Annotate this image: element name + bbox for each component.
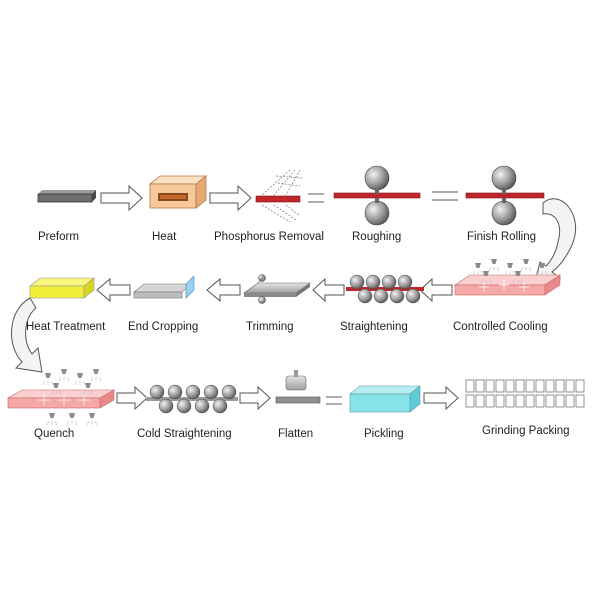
packed-bar	[495, 379, 505, 393]
packed-bar	[535, 394, 545, 408]
packed-bar	[555, 379, 565, 393]
grinding-packing-stack	[465, 379, 585, 408]
flow-arrow	[419, 277, 453, 303]
heat-furnace	[148, 175, 208, 209]
packed-bar	[545, 394, 555, 408]
packed-bar	[525, 394, 535, 408]
pickling-block	[349, 385, 421, 413]
roughing-mill	[333, 165, 421, 226]
packed-bar	[495, 394, 505, 408]
label-flatten: Flatten	[278, 428, 313, 440]
quench-station	[6, 368, 116, 426]
packed-bar	[565, 394, 575, 408]
curved-flow-arrow-left	[11, 297, 43, 373]
connector-equals	[326, 396, 342, 405]
heat-treatment-block	[29, 277, 95, 299]
label-phosphorus-removal: Phosphorus Removal	[214, 231, 324, 243]
label-roughing: Roughing	[352, 231, 401, 243]
flow-arrow	[206, 277, 241, 303]
phosphorus-removal-plate	[255, 195, 301, 203]
packed-bar	[545, 379, 555, 393]
packed-bar	[515, 379, 525, 393]
end-cropping-station	[133, 275, 195, 299]
packed-bar	[575, 394, 585, 408]
flow-arrow	[116, 385, 148, 411]
connector-equals	[432, 191, 458, 201]
connector-equals	[308, 193, 324, 203]
label-pickling: Pickling	[364, 428, 404, 440]
phosphorus-removal-sprayers	[261, 169, 303, 223]
flow-arrow	[209, 184, 252, 212]
finish-rolling-mill	[465, 165, 545, 226]
label-finish-rolling: Finish Rolling	[467, 231, 536, 243]
preform-bar	[37, 190, 96, 203]
trimming-station	[243, 274, 311, 304]
packed-bar	[515, 394, 525, 408]
flatten-press	[275, 370, 321, 404]
label-straightening: Straightening	[340, 321, 408, 333]
straightening-rollers	[346, 274, 424, 304]
packed-bar	[485, 379, 495, 393]
flow-arrow	[96, 277, 131, 303]
packed-bar	[475, 379, 485, 393]
controlled-cooling-station	[454, 258, 561, 296]
packed-bar	[525, 379, 535, 393]
label-heat: Heat	[152, 231, 177, 243]
label-heat-treatment: Heat Treatment	[26, 321, 106, 333]
flow-arrow	[239, 385, 271, 411]
label-end-cropping: End Cropping	[128, 321, 198, 333]
label-grinding-packing: Grinding Packing	[482, 425, 570, 437]
packed-bar	[465, 379, 475, 393]
label-cold-straightening: Cold Straightening	[137, 428, 232, 440]
packed-bar	[505, 394, 515, 408]
flow-arrow	[312, 277, 345, 303]
curved-flow-arrow-right	[533, 198, 577, 287]
packed-bar	[565, 379, 575, 393]
packed-bar	[485, 394, 495, 408]
label-quench: Quench	[34, 428, 74, 440]
packed-bar	[475, 394, 485, 408]
packed-bar	[575, 379, 585, 393]
packed-bar	[555, 394, 565, 408]
label-controlled-cooling: Controlled Cooling	[453, 321, 548, 333]
cold-straightening-rollers	[146, 384, 238, 414]
flow-arrow	[423, 385, 459, 411]
packed-bar	[465, 394, 475, 408]
label-preform: Preform	[38, 231, 79, 243]
label-trimming: Trimming	[246, 321, 294, 333]
packed-bar	[535, 379, 545, 393]
flow-arrow	[100, 184, 143, 212]
packed-bar	[505, 379, 515, 393]
